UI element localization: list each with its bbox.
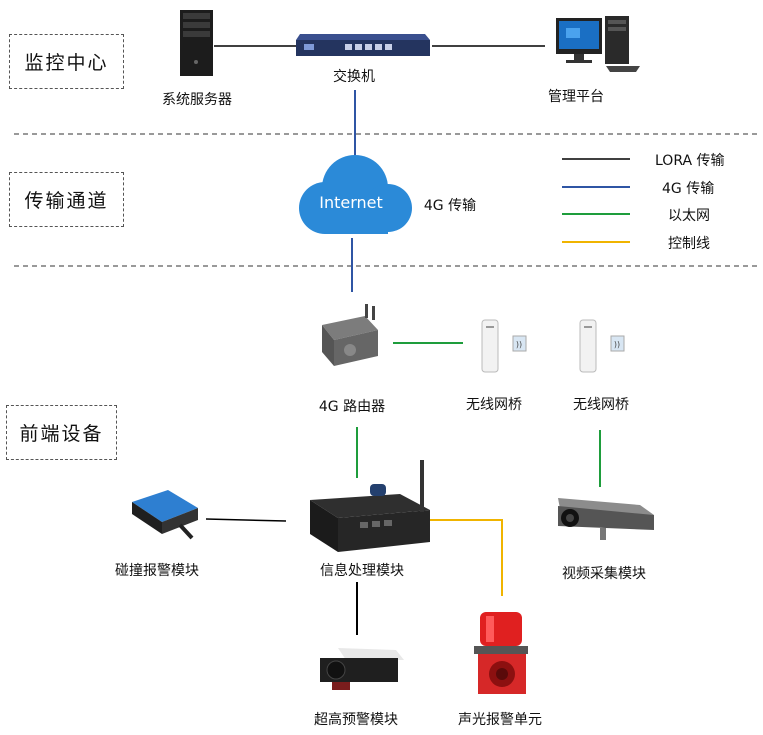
svg-text:)): )) [516,340,522,349]
zone-transport-channel: 传输通道 [9,172,124,227]
alarm-icon [474,612,528,694]
internet-note: 4G 传输 [423,198,477,214]
wireless-bridge-icon-2: )) [579,319,625,373]
legend-label-lora: LORA 传输 [655,153,725,169]
height-label: 超高预警模块 [314,712,398,728]
legend-label-4g: 4G 传输 [662,181,715,197]
zone-frontend-devices: 前端设备 [6,405,117,460]
alarm-label: 声光报警单元 [458,712,542,728]
link-processor-alarm [430,519,503,596]
svg-text:)): )) [614,340,620,349]
height-camera-icon [320,648,404,690]
video-label: 视频采集模块 [562,566,646,582]
collision-label: 碰撞报警模块 [115,563,199,579]
computer-icon [556,16,640,72]
legend-label-control: 控制线 [668,236,710,252]
server-label: 系统服务器 [162,92,232,108]
processor-icon [310,460,430,552]
wireless-bridge-icon-1: )) [481,319,527,373]
processor-label: 信息处理模块 [320,563,404,579]
bridge2-label: 无线网桥 [573,397,629,413]
zone-monitor-center: 监控中心 [9,34,124,89]
bridge1-label: 无线网桥 [466,397,522,413]
router-icon [322,304,378,366]
legend-label-ethernet: 以太网 [668,208,710,224]
link-collision-processor [205,518,287,522]
platform-label: 管理平台 [548,89,604,105]
internet-cloud-icon [299,155,412,234]
collision-sensor-icon [132,490,198,540]
router-label: 4G 路由器 [318,399,386,415]
video-camera-icon [558,498,654,540]
internet-label: Internet [319,193,383,212]
switch-label: 交换机 [333,69,375,85]
switch-icon [296,34,430,56]
server-icon [180,10,213,76]
